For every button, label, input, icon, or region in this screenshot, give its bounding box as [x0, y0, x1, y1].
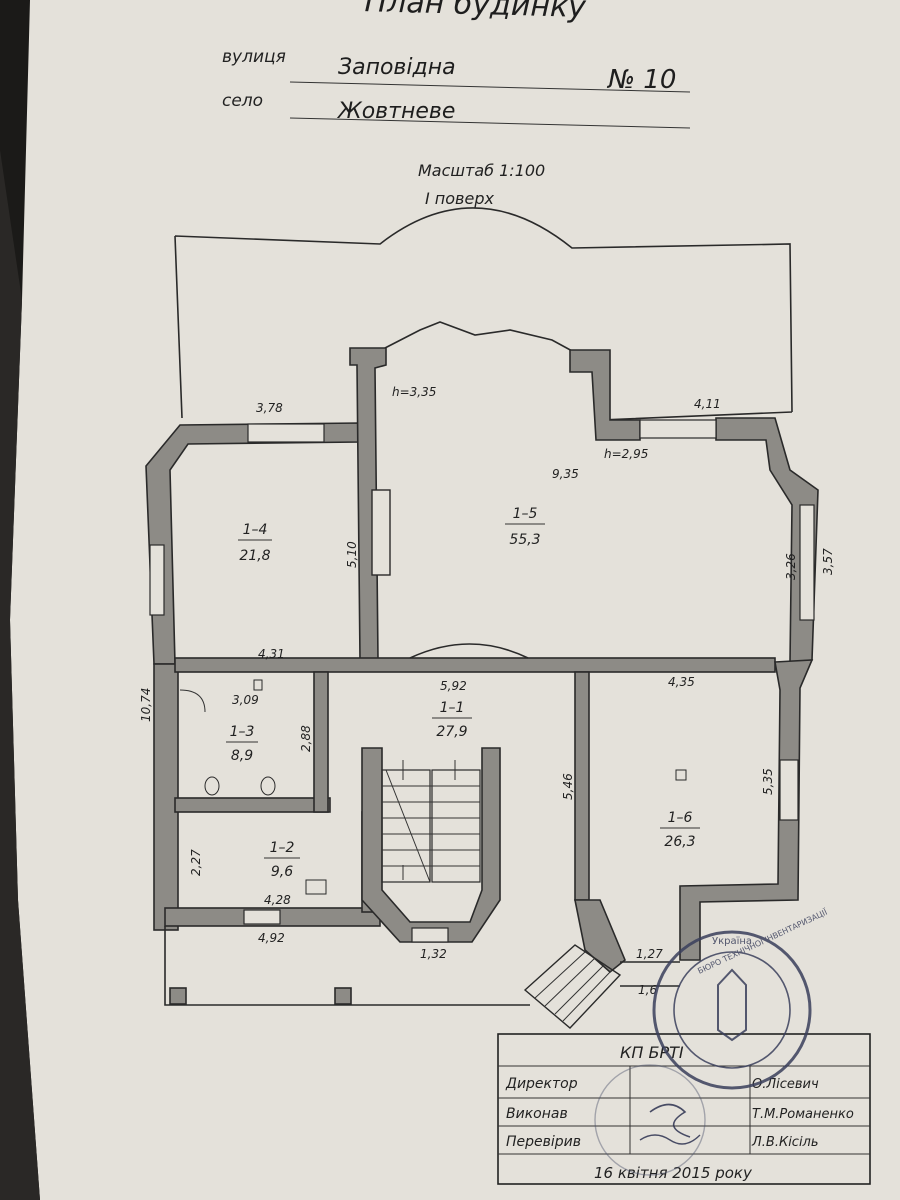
street-label: вулиця	[222, 47, 286, 67]
column	[675, 769, 687, 781]
svg-text:2,27: 2,27	[189, 849, 203, 876]
svg-text:5,92: 5,92	[440, 679, 467, 693]
height-right: h=2,95	[604, 447, 648, 461]
staircase	[381, 760, 481, 883]
room-1-3-id: 1–3	[230, 724, 255, 740]
room-1-6-id: 1–6	[668, 810, 693, 826]
svg-text:3,26: 3,26	[784, 553, 798, 580]
svg-text:3,78: 3,78	[256, 401, 283, 415]
org-name: КП БРТІ	[620, 1043, 684, 1062]
window-stair	[411, 927, 449, 943]
role-performer: Виконав	[506, 1106, 568, 1122]
window-room-1-2	[243, 909, 281, 925]
svg-text:10,74: 10,74	[139, 688, 153, 722]
name-director: О.Лісевич	[752, 1077, 819, 1092]
room-1-1-id: 1–1	[440, 700, 465, 716]
issue-date: 16 квітня 2015 року	[594, 1164, 753, 1182]
svg-text:3,57: 3,57	[821, 548, 835, 575]
room-labels: 1–4 21,8 1–5 55,3 1–3 8,9 1–1 27,9 1–2 9…	[226, 506, 700, 880]
role-checker: Перевірив	[506, 1134, 581, 1150]
window-room-1-6	[779, 759, 799, 821]
room-1-2-area: 9,6	[271, 864, 293, 880]
window-top-right	[639, 419, 717, 439]
trident-emblem	[717, 968, 747, 1042]
svg-text:1,6: 1,6	[638, 983, 657, 997]
name-performer: Т.М.Романенко	[752, 1107, 854, 1122]
window-room-1-4	[149, 544, 165, 616]
svg-text:1,27: 1,27	[636, 947, 663, 961]
entrance-arch	[409, 643, 529, 659]
svg-text:1,32: 1,32	[420, 947, 447, 961]
svg-text:2,88: 2,88	[299, 725, 313, 752]
svg-text:4,35: 4,35	[668, 675, 695, 689]
street-value: Заповідна	[338, 55, 456, 80]
window-room-right	[799, 504, 815, 621]
village-label: село	[222, 91, 263, 111]
bay-window	[384, 321, 575, 353]
svg-text:5,46: 5,46	[561, 773, 575, 800]
room-1-4-id: 1–4	[243, 522, 268, 538]
room-1-5-area: 55,3	[509, 532, 540, 548]
bathroom-fixtures	[179, 679, 276, 796]
floor-label: I поверх	[425, 189, 494, 208]
stamp-country: Україна	[712, 936, 752, 947]
terrace-outline	[174, 207, 793, 421]
room-1-5-id: 1–5	[513, 506, 538, 522]
room-1-4-area: 21,8	[239, 548, 270, 564]
svg-text:4,92: 4,92	[258, 931, 285, 945]
room-1-3-area: 8,9	[231, 748, 253, 764]
svg-text:5,35: 5,35	[761, 768, 775, 795]
name-checker: Л.В.Кісіль	[751, 1135, 819, 1150]
signature-2	[639, 1134, 701, 1145]
role-director: Директор	[505, 1076, 578, 1092]
svg-text:4,31: 4,31	[258, 647, 285, 661]
entrance-steps	[523, 944, 622, 1029]
room-1-6-area: 26,3	[664, 834, 695, 850]
room-1-1-area: 27,9	[436, 724, 467, 740]
walls	[145, 347, 819, 974]
dimension-labels: h=3,35 h=2,95 3,78 4,11 9,35 5,10 3,26 3…	[139, 385, 835, 997]
height-central: h=3,35	[392, 385, 436, 399]
fireplace	[371, 489, 391, 576]
svg-text:4,28: 4,28	[264, 893, 291, 907]
boiler	[305, 879, 327, 895]
faded-stamp	[594, 1064, 706, 1176]
svg-text:9,35: 9,35	[552, 467, 579, 481]
svg-text:3,09: 3,09	[232, 693, 259, 707]
svg-text:4,11: 4,11	[694, 397, 721, 411]
title-block: КП БРТІ Директор О.Лісевич Виконав Т.М.Р…	[497, 1033, 871, 1185]
svg-text:5,10: 5,10	[345, 541, 359, 568]
scale-label: Масштаб 1:100	[418, 161, 545, 180]
room-1-2-id: 1–2	[270, 840, 295, 856]
paper-sheet	[10, 0, 900, 1200]
house-number: № 10	[606, 65, 676, 95]
signature	[649, 1103, 691, 1138]
window-room-1-4-top	[247, 423, 325, 443]
